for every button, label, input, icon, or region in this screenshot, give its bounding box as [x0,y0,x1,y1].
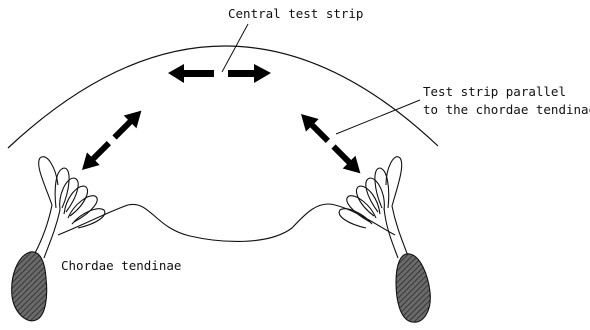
chordae-label: Chordae tendinae [61,258,181,274]
right-chordae-stem [384,206,408,258]
parallel-strip-label-line2: to the chordae tendinae [423,102,590,118]
parallel-label-leader [336,100,420,134]
left-chordae-stem [34,205,60,258]
leaflet-outline [58,204,395,242]
central-label-leader [222,24,248,72]
central-strip-arrow [168,64,271,83]
right-parallel-strip-arrow [295,108,367,180]
left-parallel-strip-arrow [76,104,148,176]
annulus-arc [8,46,438,148]
parallel-strip-label-line1: Test strip parallel [423,84,566,100]
central-strip-label: Central test strip [228,6,363,22]
right-papillary-muscle [396,254,430,322]
left-papillary-muscle [12,252,47,321]
